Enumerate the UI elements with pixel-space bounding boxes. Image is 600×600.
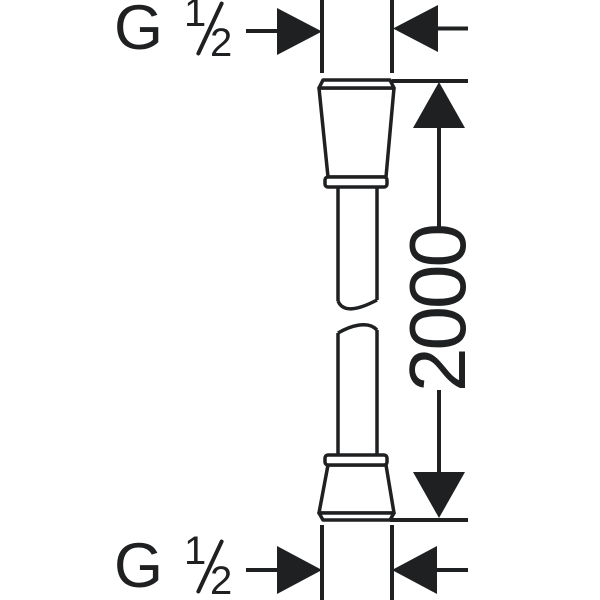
dimension-down-arrow-icon xyxy=(413,472,465,518)
top-thread-lines xyxy=(320,0,394,73)
extension-line-bottom xyxy=(390,518,468,522)
bottom-right-arrow-shaft xyxy=(437,568,468,572)
thread-fraction: 1 2 xyxy=(180,0,242,65)
hose-break-lower-wave xyxy=(337,322,379,335)
bottom-left-arrow-shaft xyxy=(246,568,280,572)
top-nut-body xyxy=(317,86,396,179)
top-thread-label: G 1 2 xyxy=(114,0,242,65)
dimension-up-arrow-icon xyxy=(413,82,465,128)
bottom-nut-rim xyxy=(323,453,389,467)
top-nut-rim xyxy=(323,175,389,189)
top-nut-top-face xyxy=(317,78,396,90)
bottom-nut-body xyxy=(317,463,396,515)
dimension-line xyxy=(413,82,465,518)
fraction-denominator: 2 xyxy=(210,559,233,600)
top-cone-nut xyxy=(317,78,396,189)
dimension-line-lower-segment xyxy=(437,390,441,474)
bottom-left-arrow-icon xyxy=(246,546,322,594)
fraction-numerator: 1 xyxy=(184,0,207,35)
top-right-arrowhead xyxy=(393,5,438,52)
bottom-thread-lines xyxy=(320,525,394,600)
fraction-numerator: 1 xyxy=(184,529,207,573)
bottom-left-arrowhead xyxy=(277,546,322,594)
bottom-thread-label: G 1 2 xyxy=(114,531,242,600)
fraction-denominator: 2 xyxy=(210,21,233,65)
length-dimension-label: 2000 xyxy=(393,226,482,392)
bottom-cone-nut xyxy=(317,453,396,522)
bottom-nut-bottom-face xyxy=(317,511,396,522)
top-left-arrowhead xyxy=(277,8,322,55)
hose-break-upper-wave xyxy=(336,298,378,311)
top-left-arrow-icon xyxy=(246,8,322,55)
bottom-right-arrow-icon xyxy=(392,546,468,594)
top-left-arrow-shaft xyxy=(246,29,280,33)
thread-letter: G xyxy=(114,531,164,600)
top-right-arrow-shaft xyxy=(437,26,468,31)
thread-letter: G xyxy=(114,0,164,63)
dimension-line-upper-segment xyxy=(437,126,441,230)
top-right-arrow-icon xyxy=(393,5,468,52)
extension-line-top xyxy=(392,79,468,83)
thread-fraction: 1 2 xyxy=(180,531,242,600)
bottom-right-arrowhead xyxy=(392,546,437,594)
